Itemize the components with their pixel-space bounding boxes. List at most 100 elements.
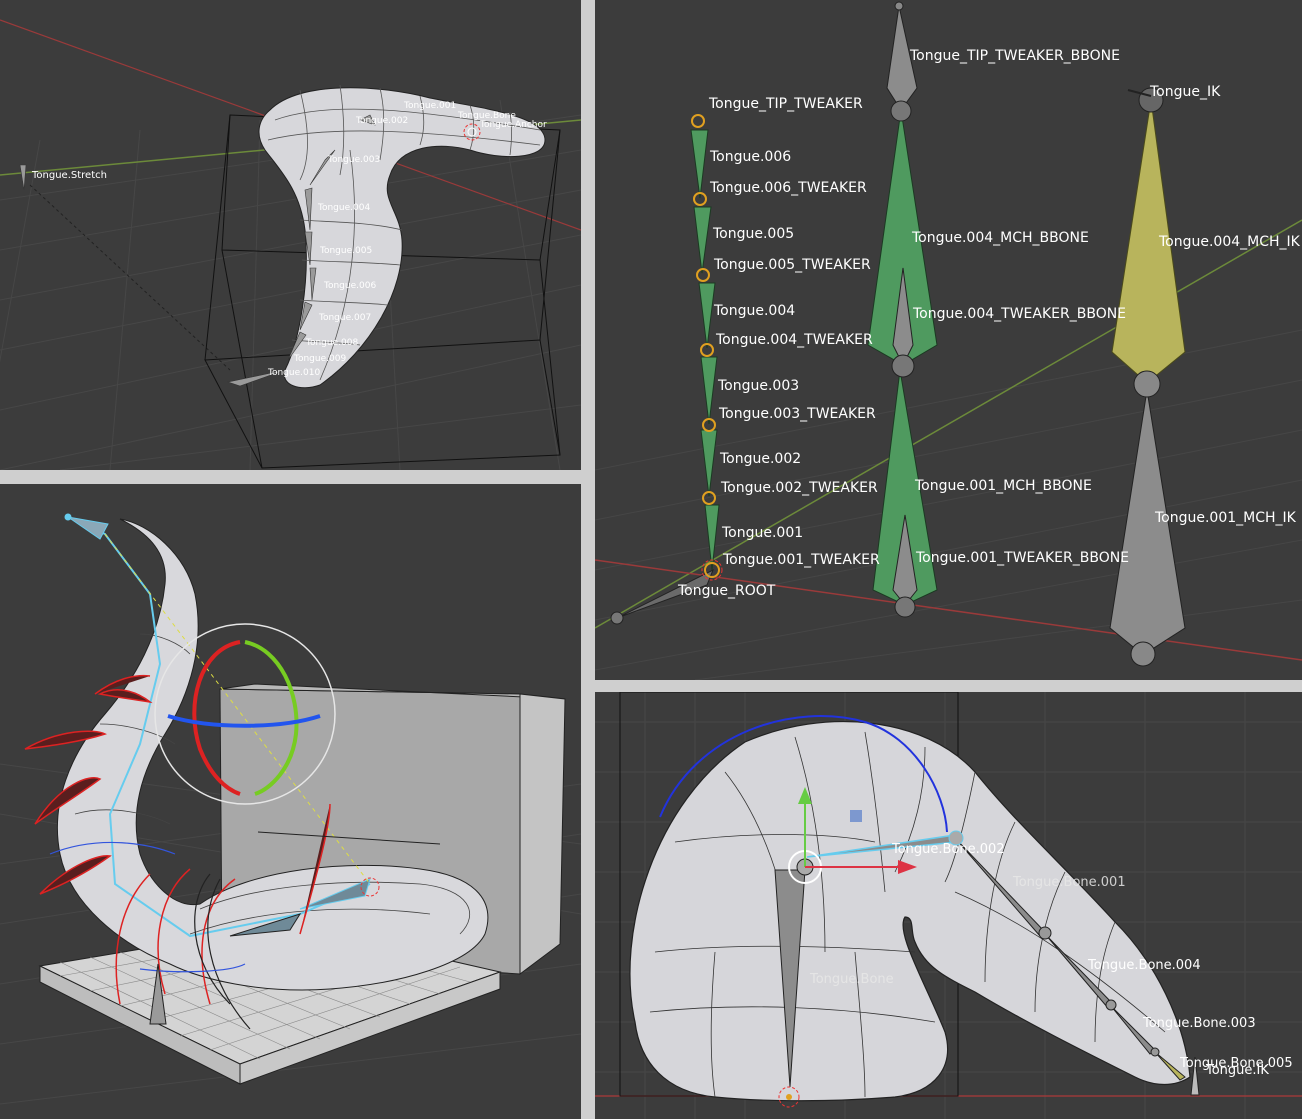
- bone-chain-selected[interactable]: [67, 516, 371, 938]
- label-tongue-006: Tongue.006: [323, 281, 376, 291]
- viewport-bottom-left[interactable]: [0, 484, 581, 1119]
- label-t004-mch-bbone: Tongue.004_MCH_BBONE: [911, 230, 1089, 246]
- bone-tongue-ik[interactable]: [1190, 1056, 1200, 1096]
- tongue-wire-3: [74, 809, 171, 825]
- 3d-cursor: [463, 123, 481, 141]
- label-bone-005: Tongue.Bone.005: [1179, 1056, 1293, 1071]
- bone-tip-head: [890, 100, 912, 122]
- box-side: [519, 693, 566, 975]
- tweaker-circles[interactable]: [691, 114, 720, 578]
- tongue-mesh[interactable]: [258, 87, 546, 389]
- bone-root-head: [610, 611, 624, 625]
- label-tongue-stretch: Tongue.Stretch: [31, 170, 107, 181]
- grid: [595, 329, 1302, 680]
- label-tongue-002: Tongue.002: [355, 116, 408, 126]
- control-rings-red[interactable]: [115, 868, 236, 1005]
- control-rings-black[interactable]: [194, 873, 251, 1030]
- rotate-gizmo-z[interactable]: [167, 714, 321, 728]
- label-t002: Tongue.002: [719, 451, 801, 467]
- label-t001: Tongue.001: [721, 525, 803, 541]
- label-bone-002: Tongue.Bone.002: [891, 842, 1005, 857]
- joint-bone-001: [1038, 926, 1052, 940]
- label-t002-tweaker: Tongue.002_TWEAKER: [720, 480, 878, 496]
- rotate-gizmo-outer[interactable]: [154, 623, 336, 805]
- label-tongue-anchor: Tongue.Anchor: [479, 120, 547, 130]
- label-tongue-010: Tongue.010: [267, 368, 320, 378]
- 3d-cursor: [360, 877, 380, 897]
- 3d-cursor: [778, 1086, 800, 1108]
- viewport-top-left[interactable]: Tongue.Stretch Tongue.001 Tongue.002 Ton…: [0, 0, 581, 470]
- viewport-bottom-right[interactable]: Tongue.Bone.002 Tongue.Bone.001 Tongue.B…: [595, 692, 1302, 1119]
- label-bone-003: Tongue.Bone.003: [1142, 1016, 1256, 1031]
- label-t006-tweaker: Tongue.006_TWEAKER: [709, 180, 867, 196]
- tip-bone[interactable]: [67, 516, 109, 540]
- bone-tip-tail: [894, 1, 904, 11]
- label-t001-mch-bbone: Tongue.001_MCH_BBONE: [914, 478, 1092, 494]
- tongue-wire-1: [199, 881, 470, 935]
- stretch-bone[interactable]: [149, 963, 167, 1025]
- base-plate-side: [239, 971, 501, 1085]
- viewport-top-right-canvas: Tongue_TIP_TWEAKER_BBONE Tongue_TIP_TWEA…: [595, 1, 1302, 680]
- label-ik: Tongue_IK: [1149, 84, 1221, 100]
- label-tongue-005: Tongue.005: [319, 246, 372, 256]
- ik-line: [104, 533, 371, 885]
- bone-t004-tweaker-bbone[interactable]: [892, 267, 914, 367]
- bone-t004-mch-ik-head: [1133, 370, 1161, 398]
- 3d-cursor-center: [467, 127, 477, 137]
- bone-t001-tail: [894, 596, 916, 618]
- viewport-top-right[interactable]: Tongue_TIP_TWEAKER_BBONE Tongue_TIP_TWEA…: [595, 0, 1302, 680]
- label-t006: Tongue.006: [709, 149, 791, 165]
- label-bone-004: Tongue.Bone.004: [1087, 958, 1201, 973]
- bone-ik[interactable]: [1127, 89, 1152, 97]
- label-tongue-bone: Tongue.Bone: [457, 111, 516, 121]
- label-bone-001: Tongue.Bone.001: [1012, 875, 1126, 890]
- rotate-gizmo-x[interactable]: [192, 640, 241, 796]
- joint-bone-002: [948, 830, 964, 846]
- label-tongue-001: Tongue.001: [403, 101, 456, 111]
- tongue-mesh[interactable]: [56, 518, 489, 991]
- joint-bone-004: [1105, 999, 1117, 1011]
- label-t003-tweaker: Tongue.003_TWEAKER: [718, 406, 876, 422]
- gizmo-plane-handle[interactable]: [850, 810, 862, 822]
- label-tongue-004: Tongue.004: [317, 203, 370, 213]
- label-t001-tweaker-bbone: Tongue.001_TWEAKER_BBONE: [915, 550, 1129, 566]
- rotate-gizmo-y[interactable]: [244, 640, 299, 796]
- gizmo-x-head[interactable]: [898, 860, 917, 874]
- tongue-wire-5: [139, 633, 191, 655]
- label-bone: Tongue.Bone: [809, 972, 894, 987]
- bone-t001-tweaker-bbone[interactable]: [892, 514, 918, 606]
- x-axis: [595, 559, 1302, 661]
- tongue-mesh[interactable]: [629, 721, 1191, 1102]
- label-t004-mch-ik: Tongue.004_MCH_IK: [1158, 234, 1301, 250]
- tip-joint: [64, 513, 72, 521]
- label-root: Tongue_ROOT: [677, 583, 776, 599]
- scene-line: [257, 831, 441, 845]
- label-t005-tweaker: Tongue.005_TWEAKER: [713, 257, 871, 273]
- label-tongue-008: Tongue.008: [305, 338, 358, 348]
- label-t001-tweaker: Tongue.001_TWEAKER: [722, 552, 880, 568]
- tongue-mesh-wire: [267, 84, 541, 381]
- label-t004: Tongue.004: [713, 303, 795, 319]
- label-t004-tweaker: Tongue.004_TWEAKER: [715, 332, 873, 348]
- label-tongue-ik: Tongue.IK: [1205, 1063, 1269, 1078]
- label-tongue-009: Tongue.009: [293, 354, 346, 364]
- control-rings-blue[interactable]: [49, 841, 246, 973]
- label-t004-tweaker-bbone: Tongue.004_TWEAKER_BBONE: [912, 306, 1126, 322]
- 3d-cursor: [701, 559, 723, 581]
- root-bone[interactable]: [229, 913, 302, 937]
- gizmo-y-head[interactable]: [798, 787, 812, 804]
- label-tip-tweaker-bbone: Tongue_TIP_TWEAKER_BBONE: [909, 48, 1120, 64]
- anchor-bone[interactable]: [299, 878, 371, 910]
- bone-t001-mch-ik-tail: [1130, 641, 1156, 667]
- label-tongue-003: Tongue.003: [327, 155, 380, 165]
- viewport-top-left-canvas: Tongue.Stretch Tongue.001 Tongue.002 Ton…: [0, 19, 581, 470]
- label-t005: Tongue.005: [712, 226, 794, 242]
- joint-bone-003: [1150, 1047, 1160, 1057]
- stretch-line: [29, 184, 231, 371]
- tongue-chain[interactable]: [690, 129, 720, 571]
- armature-bones: [19, 114, 376, 387]
- rotate-arc-blue[interactable]: [659, 715, 948, 833]
- viewport-bottom-right-canvas: Tongue.Bone.002 Tongue.Bone.001 Tongue.B…: [595, 692, 1302, 1119]
- 3d-cursor-center: [786, 1094, 792, 1100]
- bone-tongue-bone-005[interactable]: [1154, 1051, 1186, 1081]
